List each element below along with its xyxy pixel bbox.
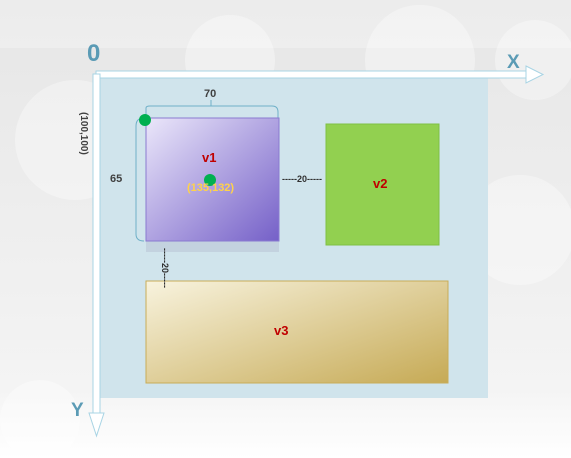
gap-vertical-label: -----20----- xyxy=(160,248,170,288)
x-axis-label: X xyxy=(507,52,520,73)
v3-box xyxy=(145,280,449,384)
v1-origin-point xyxy=(139,114,151,126)
origin-label: 0 xyxy=(87,40,101,67)
v2-box xyxy=(325,123,440,246)
v2-name-label: v2 xyxy=(373,176,388,191)
v3-name-label: v3 xyxy=(274,323,289,338)
gap-horizontal-label: -----20----- xyxy=(282,174,322,184)
v1-origin-label: (100,100) xyxy=(78,112,89,155)
y-axis-label: Y xyxy=(71,400,84,421)
y-axis-arrow xyxy=(88,73,105,438)
v1-name-label: v1 xyxy=(202,150,217,165)
v1-height-label: 65 xyxy=(110,173,123,185)
v1-width-label: 70 xyxy=(204,88,217,100)
top-band xyxy=(0,0,571,48)
v1-center-label: (135,132) xyxy=(187,182,235,194)
v1-shadow xyxy=(146,240,279,252)
v1-center-point xyxy=(204,174,216,186)
